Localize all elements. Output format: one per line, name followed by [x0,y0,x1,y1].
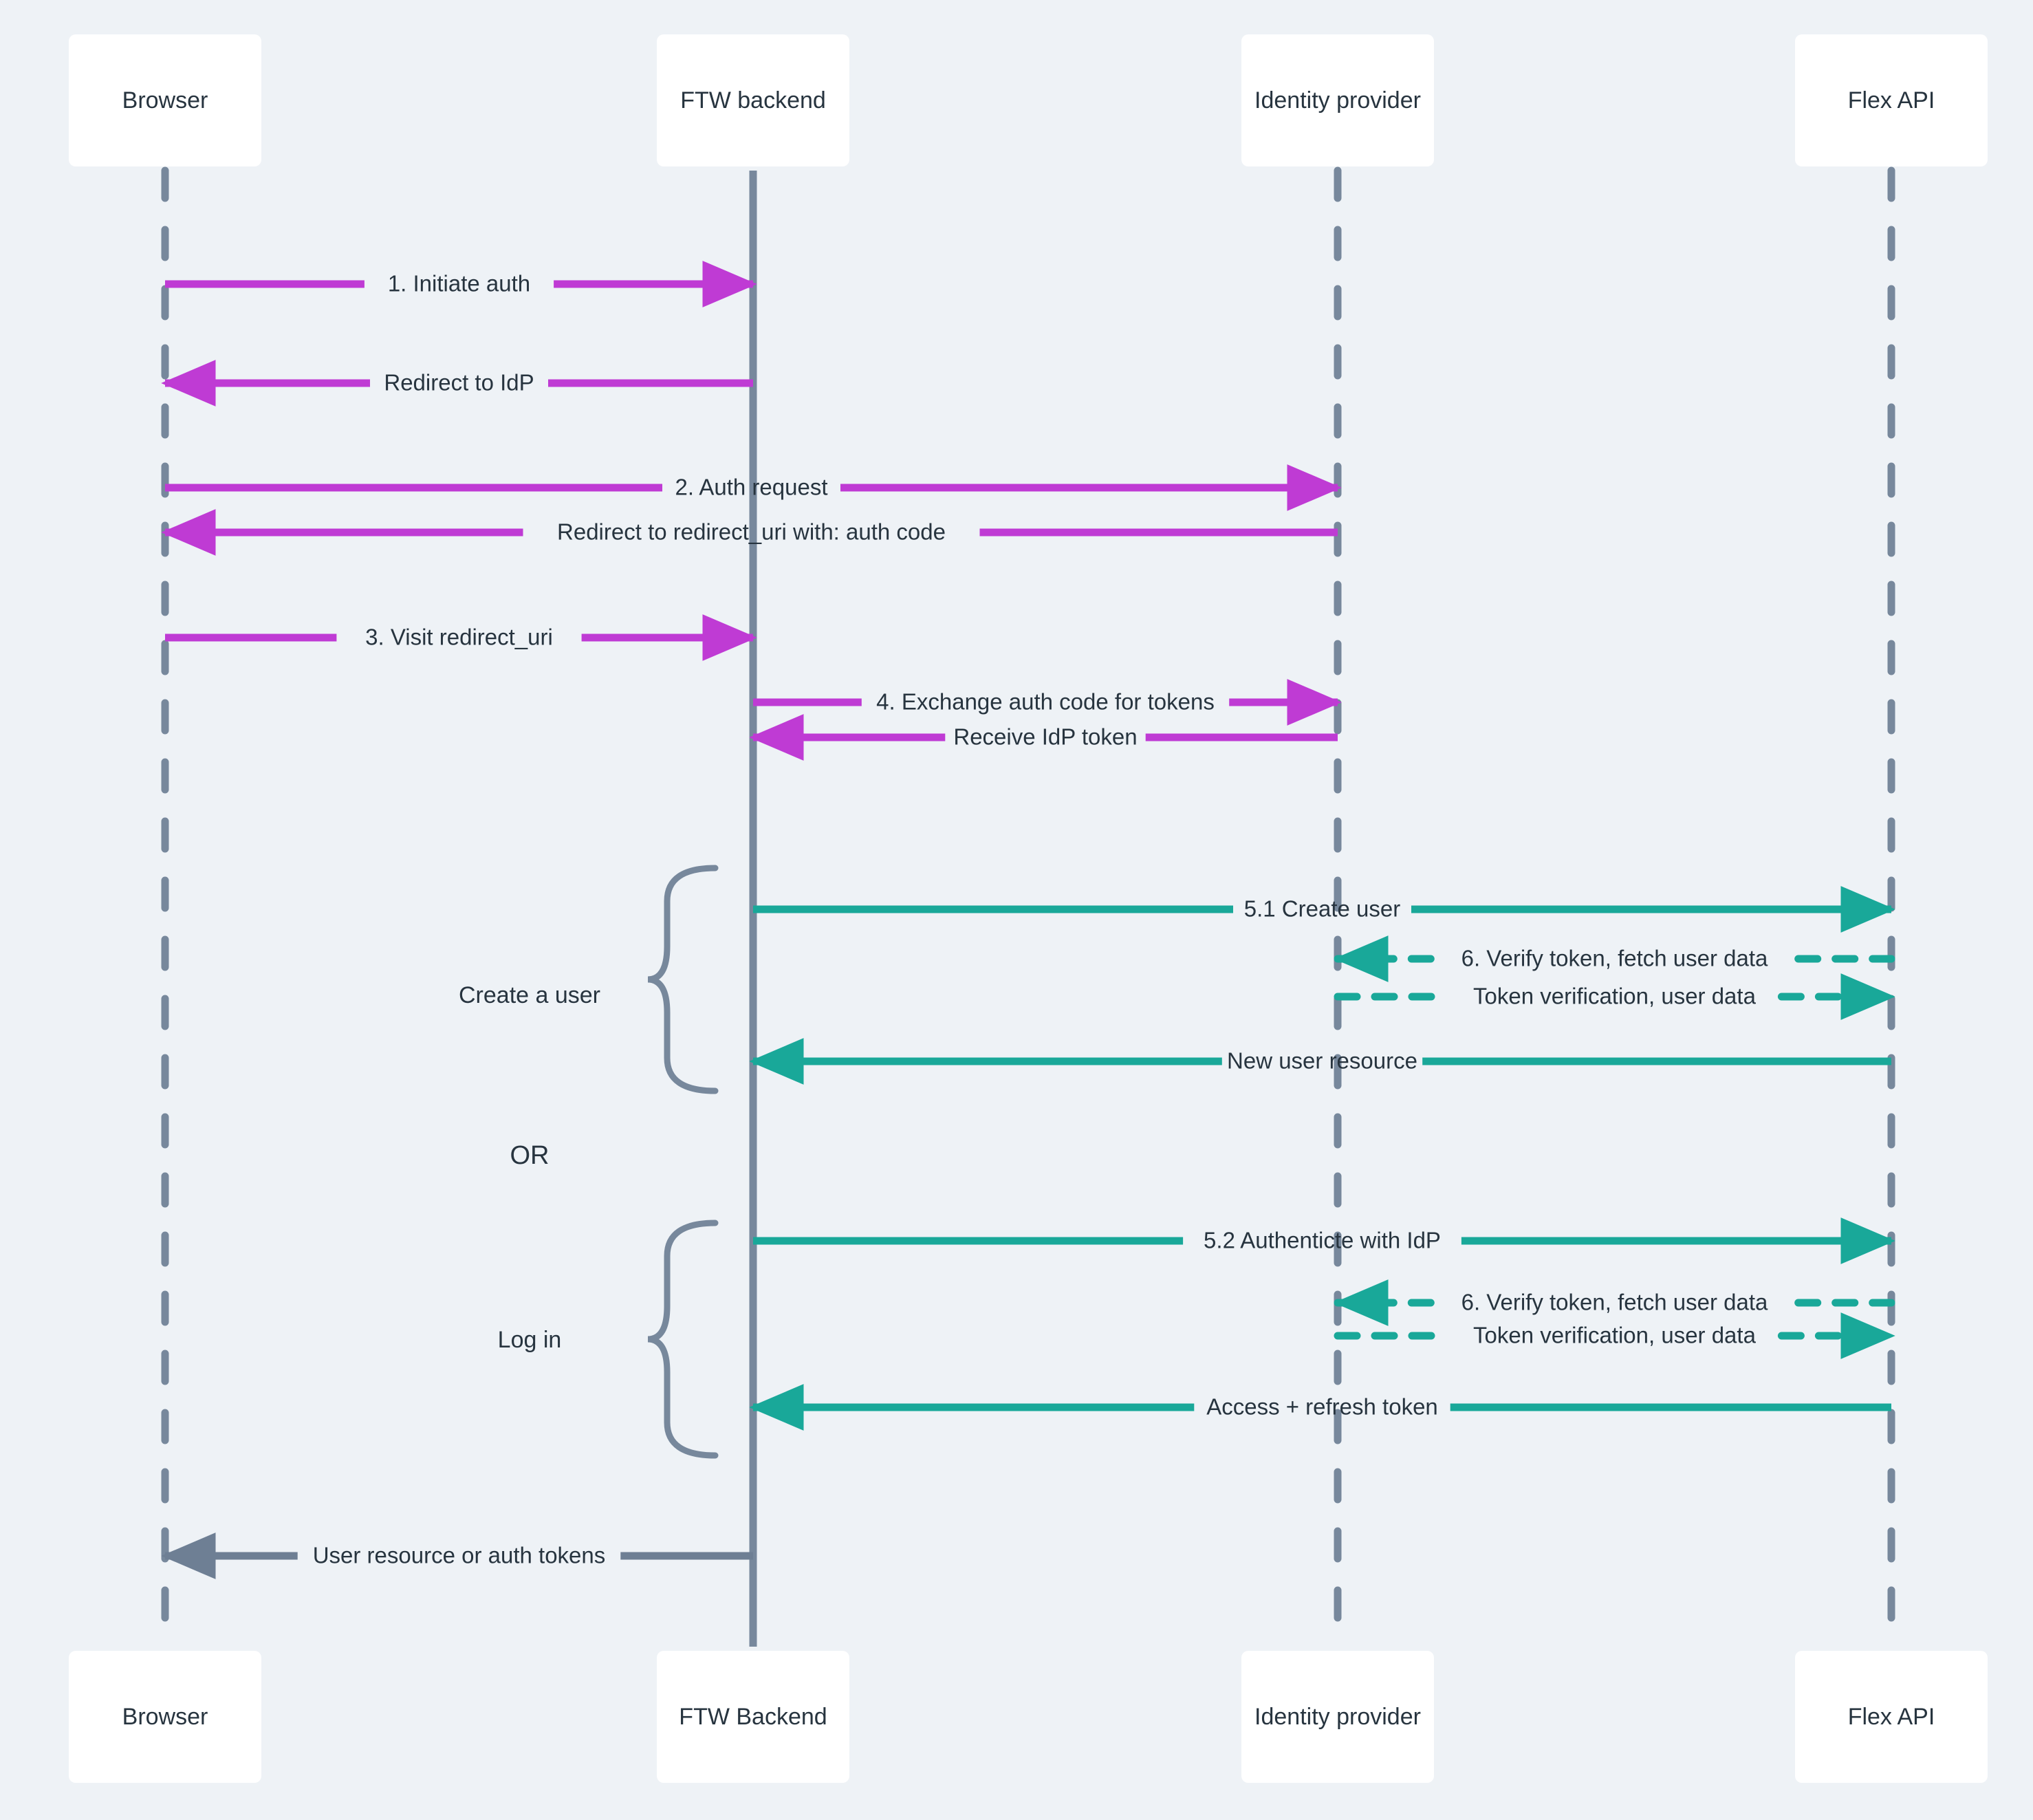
message-m11: New user resource [749,1038,1891,1085]
message-label: Token verification, user data [1473,1323,1757,1348]
actor-label: Browser [122,87,208,113]
message-label: 5.1 Create user [1244,896,1400,922]
message-label: Token verification, user data [1473,984,1757,1009]
actor-label: FTW backend [680,87,826,113]
actor-bottom-browser[interactable]: Browser [69,1651,261,1783]
message-m6: 4. Exchange auth code for tokens [753,679,1342,726]
message-label: 1. Initiate auth [388,271,530,296]
message-m9: 6. Verify token, fetch user data [1334,935,1895,982]
actor-box [69,1651,261,1783]
actor-label: Browser [122,1704,208,1730]
message-m13: 6. Verify token, fetch user data [1334,1279,1895,1326]
message-m12: 5.2 Authenticte with IdP [753,1217,1895,1264]
message-m14: Token verification, user data [1334,1312,1895,1359]
actor-label: Identity provider [1254,1704,1421,1730]
message-m15: Access + refresh token [749,1384,1891,1431]
actor-box [69,34,261,166]
message-label: 4. Exchange auth code for tokens [876,689,1215,715]
message-label: 5.2 Authenticte with IdP [1204,1228,1441,1253]
or-separator: OR [510,1141,550,1170]
actor-label: Flex API [1848,87,1935,113]
actor-top-ftw[interactable]: FTW backend [657,34,849,166]
actor-label: Flex API [1848,1704,1935,1730]
message-m4: Redirect to redirect_uri with: auth code [161,509,1338,556]
group-brace [647,865,719,1094]
message-label: Access + refresh token [1206,1394,1438,1420]
actor-label: Identity provider [1254,87,1421,113]
message-label: Redirect to IdP [384,370,534,396]
message-label: 6. Verify token, fetch user data [1461,1290,1768,1315]
group-label: Log in [498,1327,562,1353]
message-m1: 1. Initiate auth [165,261,757,307]
actor-boxes-bottom: Browser FTW Backend Identity provider Flex … [69,1651,1988,1783]
actor-box [1241,1651,1434,1783]
actor-box [1795,1651,1988,1783]
message-label: Redirect to redirect_uri with: auth code [557,519,946,545]
actor-box [1241,34,1434,166]
message-label: User resource or auth tokens [313,1543,606,1568]
actor-bottom-ftw[interactable]: FTW Backend [657,1651,849,1783]
message-label: New user resource [1227,1048,1417,1074]
group-g1: Create a user [459,865,719,1094]
message-label: 2. Auth request [675,475,828,500]
message-m3: 2. Auth request [165,464,1342,511]
message-m16: User resource or auth tokens [161,1532,753,1579]
message-m2: Redirect to IdP [161,360,753,407]
message-m8: 5.1 Create user [753,886,1895,933]
message-m10: Token verification, user data [1334,973,1895,1020]
message-label: Receive IdP token [953,724,1137,750]
actor-box [1795,34,1988,166]
or-separator-label: OR [510,1141,550,1170]
actor-top-browser[interactable]: Browser [69,34,261,166]
actor-bottom-flexapi[interactable]: Flex API [1795,1651,1988,1783]
actor-box [657,1651,849,1783]
group-g2: Log in [498,1220,719,1459]
message-m5: 3. Visit redirect_uri [165,614,757,661]
message-m7: Receive IdP token [749,714,1338,761]
group-label: Create a user [459,982,600,1008]
actor-top-idp[interactable]: Identity provider [1241,34,1434,166]
actor-top-flexapi[interactable]: Flex API [1795,34,1988,166]
actor-bottom-idp[interactable]: Identity provider [1241,1651,1434,1783]
message-label: 6. Verify token, fetch user data [1461,946,1768,971]
message-label: 3. Visit redirect_uri [365,625,553,650]
actor-boxes-top: Browser FTW backend Identity provider Flex … [69,34,1988,166]
actor-label: FTW Backend [679,1704,827,1730]
actor-box [657,34,849,166]
group-brace [647,1220,719,1459]
